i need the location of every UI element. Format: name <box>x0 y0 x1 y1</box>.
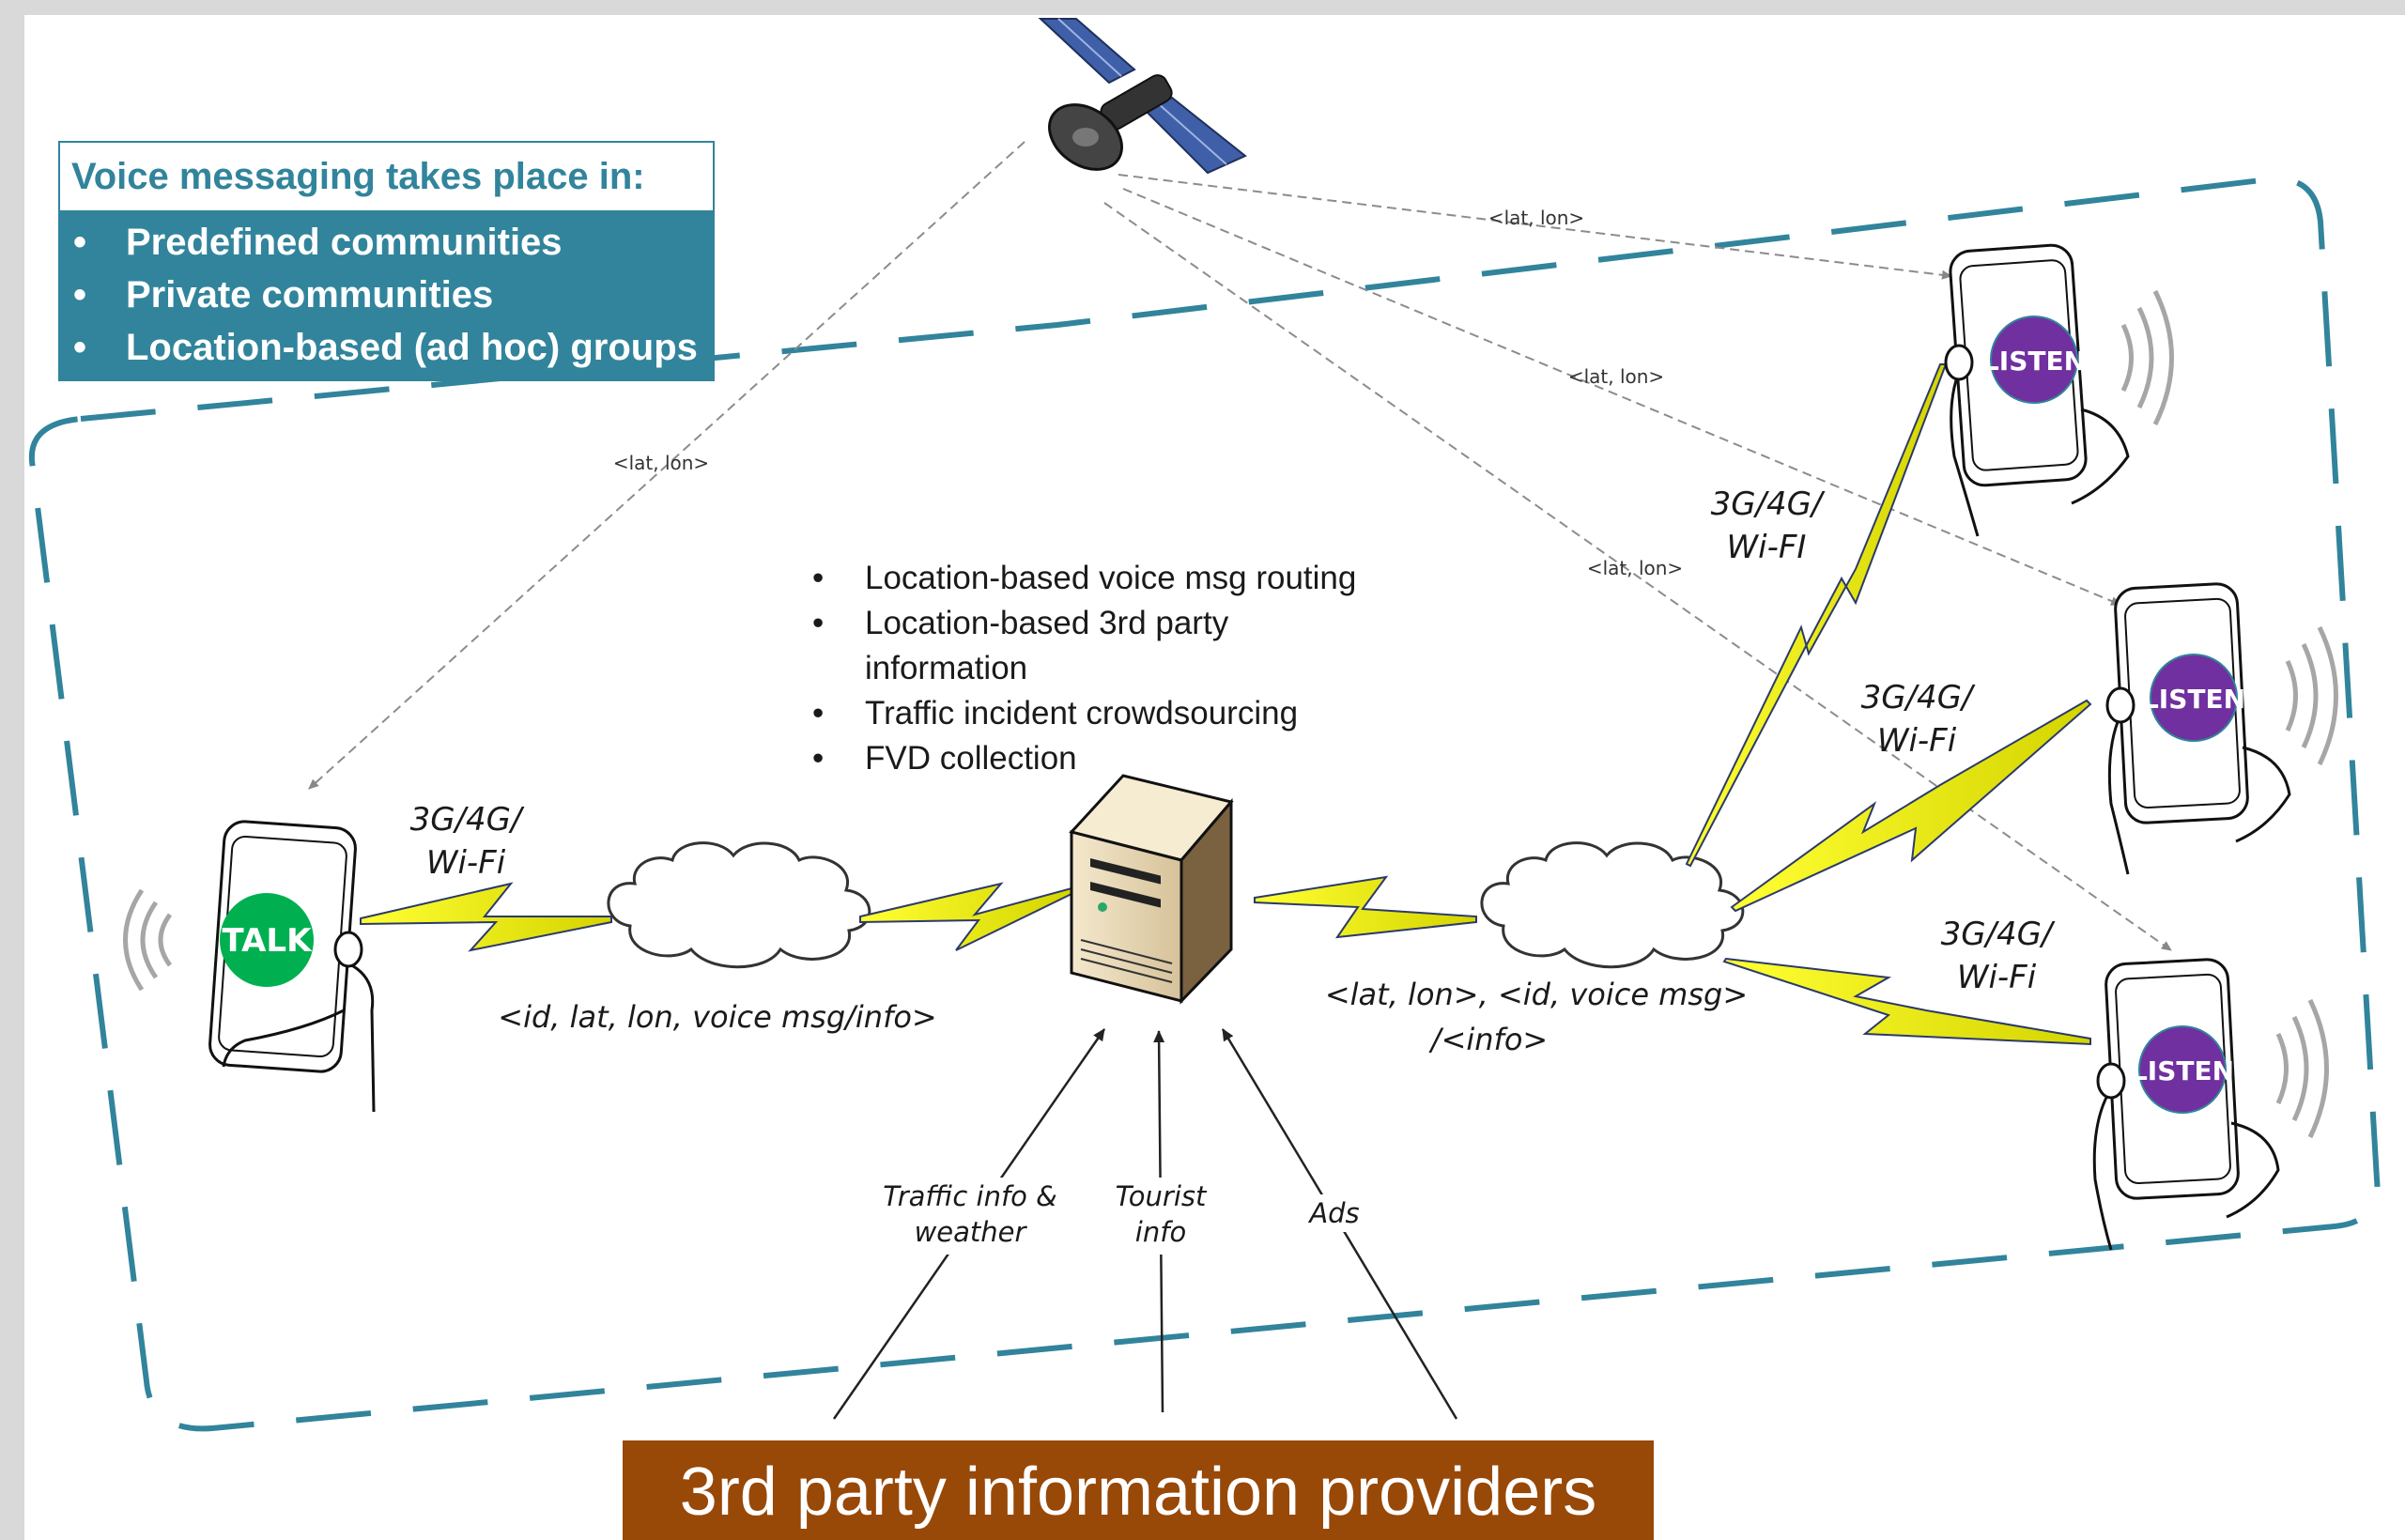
listen-phone-3: LISTEN <box>2092 958 2329 1251</box>
server-feature-item: FVD collection <box>803 736 1385 781</box>
third-party-providers-box: 3rd party information providers <box>623 1440 1654 1540</box>
server-feature-item: Location-based 3rd party information <box>803 601 1385 691</box>
listen-label-2: LISTEN <box>2142 684 2245 715</box>
network-label-right-2: 3G/4G/Wi-Fi <box>1861 679 1976 760</box>
gps-signal-lines <box>308 141 2172 951</box>
network-label-right-3: 3G/4G/Wi-Fi <box>1941 916 2056 996</box>
lightning-icon <box>1730 699 2092 913</box>
diagram-canvas: <lat, lon> <lat, lon> <lat, lon> <lat, l… <box>24 15 2405 1540</box>
downlink-message-label-line2: /<info> <box>1428 1022 1548 1057</box>
satellite-icon <box>1038 18 1247 175</box>
uplink-message-label: <id, lat, lon, voice msg/info> <box>498 999 936 1035</box>
talk-phone: TALK <box>123 820 376 1113</box>
info-box-item: Location-based (ad hoc) groups <box>60 321 713 374</box>
listen-button <box>2138 1025 2227 1114</box>
provider-input-traffic: Traffic info &weather <box>883 1180 1057 1248</box>
gps-label-top: <lat, lon> <box>1488 207 1584 229</box>
info-box-item: Predefined communities <box>60 216 713 269</box>
server-feature-item: Traffic incident crowdsourcing <box>803 691 1385 736</box>
downlink-message-label-line1: <lat, lon>, <id, voice msg> <box>1325 977 1748 1012</box>
listen-label-3: LISTEN <box>2131 1055 2234 1086</box>
server-icon <box>1069 774 1234 1005</box>
community-boundary <box>28 176 2381 1432</box>
gps-label-low: <lat, lon> <box>1587 557 1683 579</box>
lightning-icon <box>1722 957 2091 1046</box>
listen-button <box>1990 316 2078 404</box>
listen-phone-2: LISTEN <box>2105 582 2338 875</box>
listen-phone-1: LISTEN <box>1944 243 2174 537</box>
lightning-icon <box>360 882 612 952</box>
server-features-list: Location-based voice msg routing Locatio… <box>803 556 1385 781</box>
gps-label-left: <lat, lon> <box>613 452 709 474</box>
talk-label: TALK <box>223 922 314 960</box>
system-diagram: <lat, lon> <lat, lon> <lat, lon> <lat, l… <box>28 18 2381 1432</box>
voice-messaging-info-box: Voice messaging takes place in: Predefin… <box>58 141 715 381</box>
lightning-icon <box>1254 875 1477 939</box>
network-label-left-l1: 3G/4G/ <box>410 801 525 839</box>
info-box-title: Voice messaging takes place in: <box>71 156 645 197</box>
cloud-icon-left <box>607 841 871 969</box>
listen-button <box>2150 654 2238 742</box>
talk-button <box>220 893 314 987</box>
network-label-left: 3G/4G/Wi-Fi <box>410 801 525 882</box>
network-label-right-1: 3G/4G/Wi-FI <box>1711 485 1826 566</box>
network-label-left-l2: Wi-Fi <box>426 844 506 882</box>
info-box-item: Private communities <box>60 269 713 321</box>
cloud-icon-right <box>1480 841 1745 969</box>
lightning-icon <box>1685 363 1948 868</box>
lightning-icon <box>859 882 1072 951</box>
listen-label-1: LISTEN <box>1982 346 2086 377</box>
provider-input-ads: Ads <box>1307 1197 1359 1229</box>
wireless-links <box>360 363 2092 1046</box>
gps-label-mid: <lat, lon> <box>1568 365 1664 388</box>
info-box-list: Predefined communities Private communiti… <box>60 210 713 379</box>
server-feature-item: Location-based voice msg routing <box>803 556 1385 601</box>
